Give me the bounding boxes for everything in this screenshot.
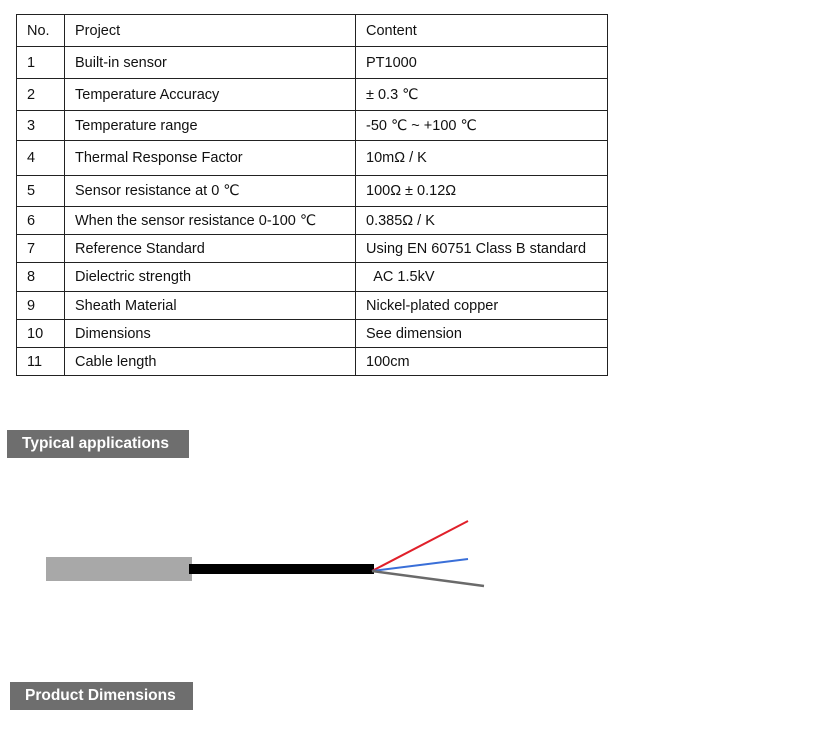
cell-no: 2 xyxy=(16,78,65,111)
table-row: 1 Built-in sensor PT1000 xyxy=(16,46,608,79)
cell-content: 10mΩ / K xyxy=(355,140,608,176)
cell-project: Built-in sensor xyxy=(64,46,356,79)
cell-project: Sheath Material xyxy=(64,291,356,320)
cell-no: 11 xyxy=(16,347,65,376)
cell-content: Using EN 60751 Class B standard xyxy=(355,234,608,263)
table-row: 11 Cable length 100cm xyxy=(16,347,608,376)
table-row: 8 Dielectric strength AC 1.5kV xyxy=(16,262,608,292)
cell-content: See dimension xyxy=(355,319,608,348)
cell-project: Cable length xyxy=(64,347,356,376)
cell-project: Temperature range xyxy=(64,110,356,141)
header-project: Project xyxy=(64,14,356,47)
cell-no: 9 xyxy=(16,291,65,320)
cell-content: -50 ℃ ~ +100 ℃ xyxy=(355,110,608,141)
cell-no: 3 xyxy=(16,110,65,141)
table-row: 4 Thermal Response Factor 10mΩ / K xyxy=(16,140,608,176)
cell-content: 0.385Ω / K xyxy=(355,206,608,235)
cell-no: 5 xyxy=(16,175,65,207)
cell-content: ± 0.3 ℃ xyxy=(355,78,608,111)
cell-project: Sensor resistance at 0 ℃ xyxy=(64,175,356,207)
cell-project: Reference Standard xyxy=(64,234,356,263)
cell-no: 6 xyxy=(16,206,65,235)
cell-project: Thermal Response Factor xyxy=(64,140,356,176)
cell-content: 100Ω ± 0.12Ω xyxy=(355,175,608,207)
spec-table: No. Project Content 1 Built-in sensor PT… xyxy=(16,14,608,376)
cable-sensor-illustration xyxy=(46,520,485,588)
red-wire xyxy=(371,520,469,572)
table-row: 5 Sensor resistance at 0 ℃ 100Ω ± 0.12Ω xyxy=(16,175,608,207)
table-row: 9 Sheath Material Nickel-plated copper xyxy=(16,291,608,320)
sensor-sheath xyxy=(46,557,192,581)
gray-wire xyxy=(371,569,485,588)
table-row: 7 Reference Standard Using EN 60751 Clas… xyxy=(16,234,608,263)
table-row: 10 Dimensions See dimension xyxy=(16,319,608,348)
cell-no: 10 xyxy=(16,319,65,348)
cell-content: PT1000 xyxy=(355,46,608,79)
cell-content: 100cm xyxy=(355,347,608,376)
header-content: Content xyxy=(355,14,608,47)
cell-content: AC 1.5kV xyxy=(355,262,608,292)
table-header-row: No. Project Content xyxy=(16,14,608,47)
table-row: 6 When the sensor resistance 0-100 ℃ 0.3… xyxy=(16,206,608,235)
header-no: No. xyxy=(16,14,65,47)
cell-content: Nickel-plated copper xyxy=(355,291,608,320)
blue-wire xyxy=(371,558,469,572)
cell-no: 7 xyxy=(16,234,65,263)
cell-project: Temperature Accuracy xyxy=(64,78,356,111)
section-title-applications: Typical applications xyxy=(7,430,189,458)
cell-no: 1 xyxy=(16,46,65,79)
cable-jacket xyxy=(189,564,374,574)
cell-project: When the sensor resistance 0-100 ℃ xyxy=(64,206,356,235)
cell-no: 4 xyxy=(16,140,65,176)
section-title-dimensions: Product Dimensions xyxy=(10,682,193,710)
cell-project: Dielectric strength xyxy=(64,262,356,292)
cell-no: 8 xyxy=(16,262,65,292)
cell-project: Dimensions xyxy=(64,319,356,348)
table-row: 2 Temperature Accuracy ± 0.3 ℃ xyxy=(16,78,608,111)
table-row: 3 Temperature range -50 ℃ ~ +100 ℃ xyxy=(16,110,608,141)
